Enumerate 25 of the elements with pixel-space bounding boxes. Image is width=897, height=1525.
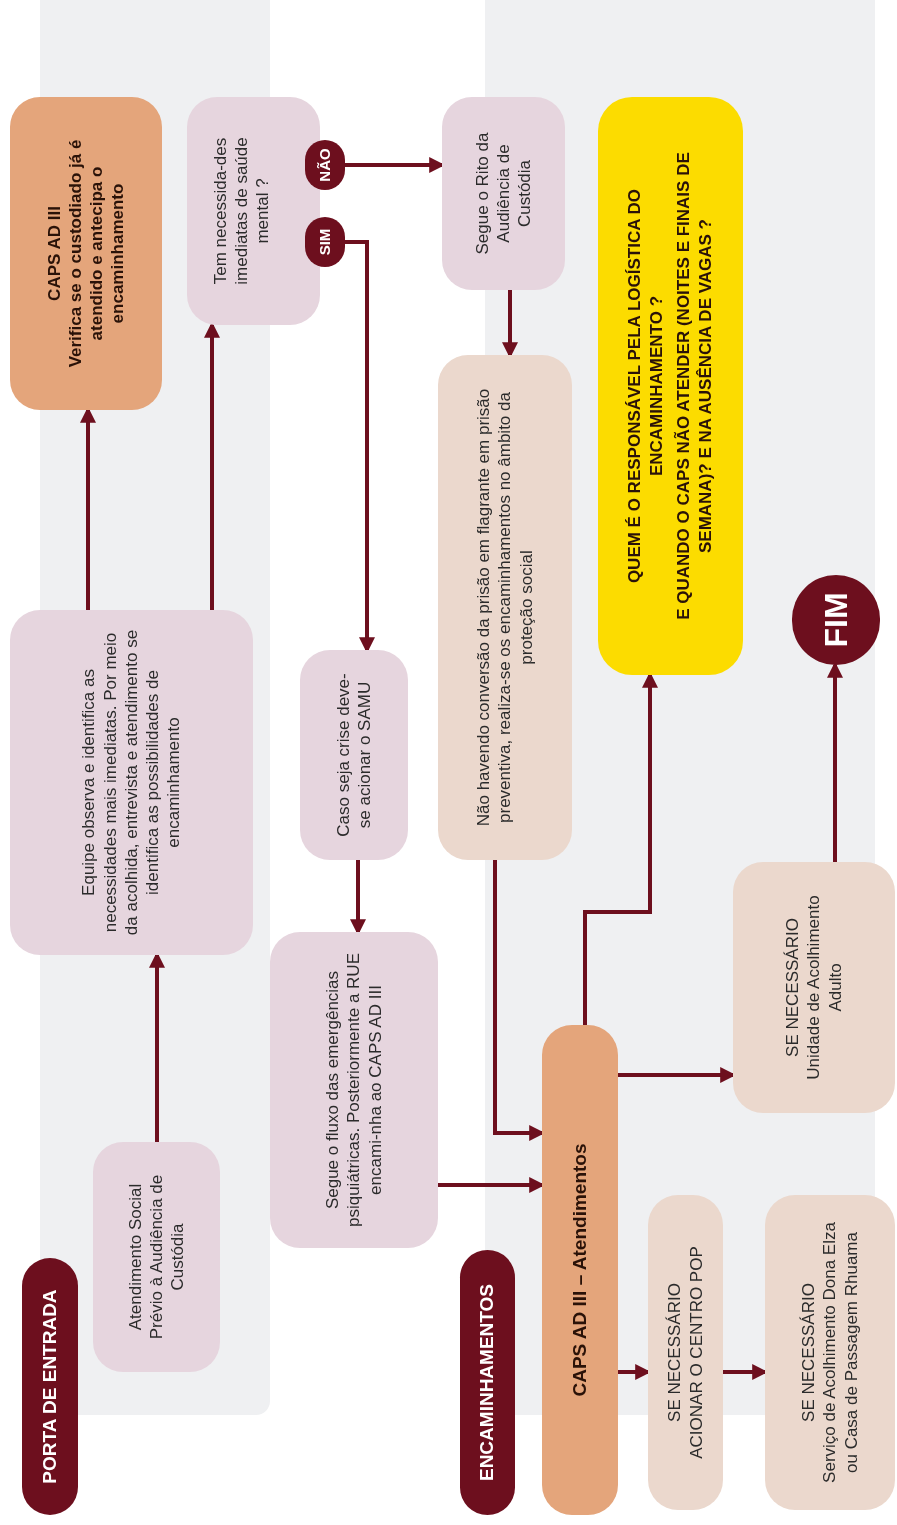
box-heading: SE NECESSÁRIO: [664, 1283, 686, 1422]
process-box: [10, 97, 162, 410]
process-box: Caso seja crise deve-se acionar o SAMU: [300, 650, 408, 860]
process-box: [733, 862, 895, 1113]
process-box: Segue o fluxo das emergências psiquiátricas. Posteriormente a RUE encami-nha ao CAPS AD III: [270, 932, 438, 1248]
process-box: [648, 1195, 723, 1510]
box-heading: SE NECESSÁRIO: [782, 918, 804, 1057]
box-text: ACIONAR O CENTRO POP: [685, 1246, 707, 1459]
process-box: Segue o Rito da Audiência de Custódia: [442, 97, 565, 290]
box-heading: CAPS AD III: [43, 206, 65, 301]
process-box: [765, 1195, 895, 1510]
box-text: Unidade de Acolhimento Adulto: [803, 894, 846, 1082]
answer-badge: SIM: [305, 217, 345, 267]
box-heading: QUEM É O RESPONSÁVEL PELA LOGÍSTICA DO ENCAMINHAMENTO ?: [624, 187, 668, 586]
box-text: Serviço de Acolhimento Dona Elza ou Casa de Passagem Rhuama: [819, 1221, 862, 1485]
box-text: E QUANDO O CAPS NÃO ATENDER (NOITES E FINAIS DE SEMANA)? E NA AUSÊNCIA DE VAGAS ?: [672, 151, 716, 622]
lane-label: ENCAMINHAMENTOS: [460, 1250, 515, 1515]
question-box: [598, 97, 743, 675]
box-heading: SE NECESSÁRIO: [798, 1283, 820, 1422]
box-text: Verifica se o custodiado já é atendido e antecipa o encaminhamento: [64, 138, 129, 370]
process-box: CAPS AD III – Atendimentos: [542, 1025, 618, 1515]
process-box: Atendimento Social Prévio à Audiência de Custódia: [93, 1142, 220, 1372]
process-box: Equipe observa e identifica as necessidades mais imediatas. Por meio da acolhida, entrevista e atendimento se identifica as possibilidades de encaminhamento: [10, 610, 253, 955]
lane-label: PORTA DE ENTRADA: [22, 1258, 78, 1515]
answer-badge: NÃO: [305, 140, 345, 190]
